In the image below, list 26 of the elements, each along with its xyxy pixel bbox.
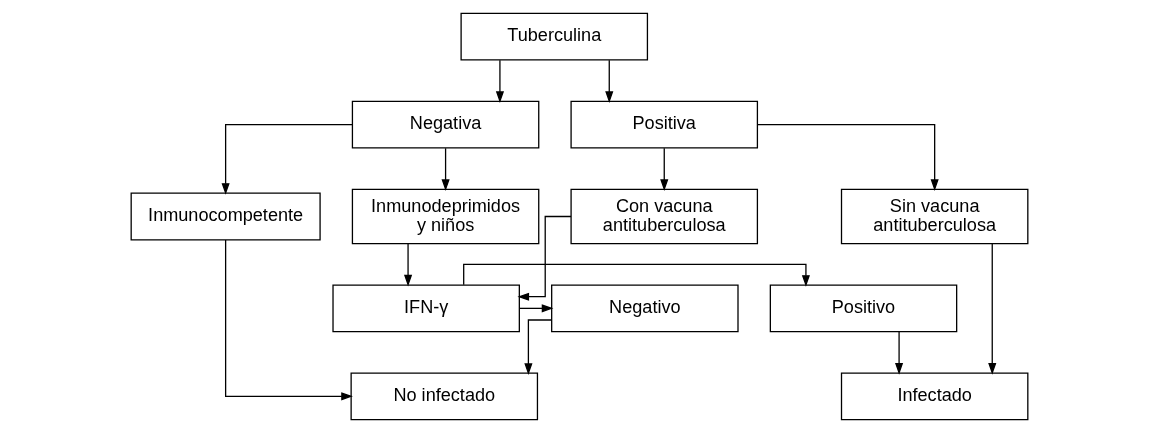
- arrow: [404, 243, 413, 287]
- arrow: [605, 59, 614, 103]
- node-box: No infectado: [350, 372, 539, 421]
- node-box: Negativa: [351, 100, 540, 149]
- arrow: [441, 147, 450, 191]
- node-box: Negativo: [551, 284, 739, 333]
- arrow: [524, 319, 553, 375]
- arrow: [660, 147, 669, 191]
- arrow: [221, 124, 353, 195]
- arrow: [518, 304, 554, 313]
- arrow: [895, 331, 904, 375]
- arrow: [463, 263, 810, 287]
- node-box: Infectado: [840, 372, 1029, 421]
- arrow: [757, 124, 939, 191]
- node-box: Positiva: [570, 100, 759, 149]
- node-box: Inmunodeprimidos y niños: [351, 188, 540, 245]
- arrow: [988, 243, 997, 375]
- node-box: Positivo: [769, 284, 958, 333]
- arrow: [225, 239, 353, 401]
- node-box: Inmunocompetente: [130, 192, 321, 241]
- node-box: IFN-γ: [332, 284, 520, 333]
- arrow: [517, 215, 572, 301]
- node-box: Sin vacuna antituberculosa: [840, 188, 1029, 245]
- arrow: [495, 59, 504, 103]
- node-box: Con vacuna antituberculosa: [570, 188, 759, 245]
- node-box: Tuberculina: [460, 12, 649, 61]
